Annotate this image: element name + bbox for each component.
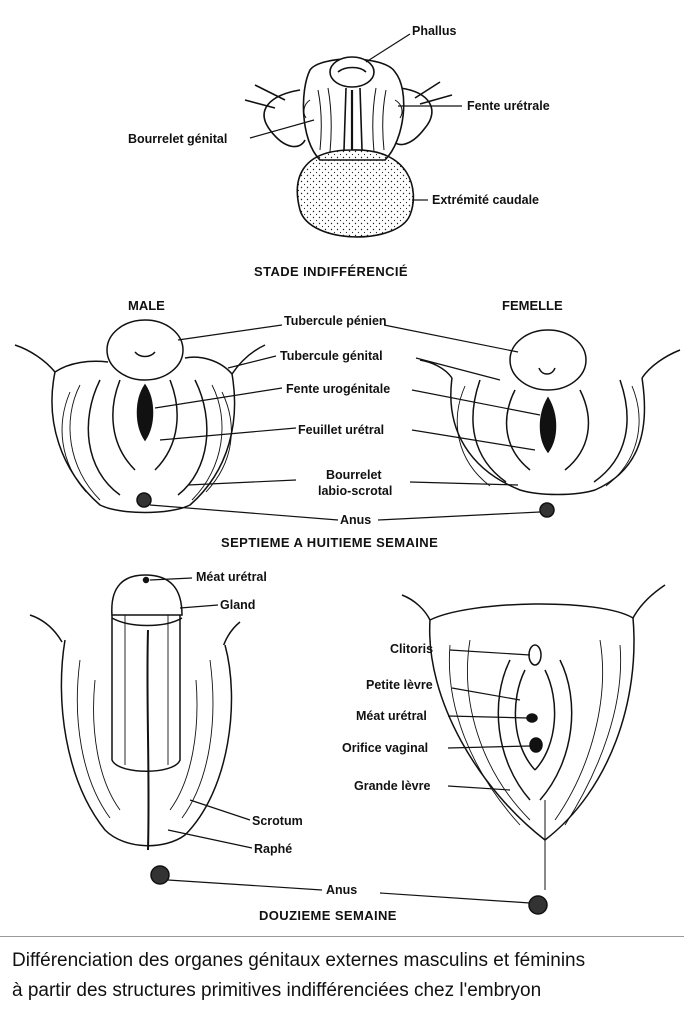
label-anus-week7: Anus [340, 513, 372, 527]
stage-title-week7-8: SEPTIEME A HUITIEME SEMAINE [221, 535, 439, 550]
label-clitoris: Clitoris [390, 642, 434, 656]
stage-title-week12: DOUZIEME SEMAINE [259, 908, 397, 923]
label-labium-majus: Grande lèvre [354, 779, 431, 793]
label-genital-tubercle: Tubercule génital [280, 349, 383, 363]
label-urogenital-cleft: Fente urogénitale [286, 382, 391, 396]
week7-leaders [149, 324, 541, 521]
label-phallus: Phallus [412, 24, 457, 38]
week12-leaders [149, 577, 531, 904]
label-urethral-meatus-female: Méat urétral [356, 709, 427, 723]
caption-divider [0, 936, 684, 937]
caption-line-2: à partir des structures primitives indif… [12, 980, 542, 1001]
label-vaginal-orifice: Orifice vaginal [342, 741, 429, 755]
male-week7-drawing [14, 319, 266, 514]
label-anus-week12: Anus [326, 883, 358, 897]
label-caudal-end: Extrémité caudale [432, 193, 539, 207]
figure-caption: Différenciation des organes génitaux ext… [12, 946, 678, 1006]
stage-title-indifferent: STADE INDIFFÉRENCIÉ [254, 264, 408, 279]
label-urethral-leaflet: Feuillet urétral [298, 423, 385, 437]
label-urethral-cleft: Fente urétrale [467, 99, 550, 113]
label-glans: Gland [220, 598, 256, 612]
indifferent-leaders [249, 33, 462, 201]
label-labioscrotal-line1: Bourrelet [326, 468, 382, 482]
sex-label-female: FEMELLE [502, 298, 563, 313]
male-week12-drawing [29, 574, 241, 885]
caption-line-1: Différenciation des organes génitaux ext… [12, 950, 586, 971]
sex-label-male: MALE [128, 298, 165, 313]
female-week7-drawing [419, 329, 681, 518]
label-raphe: Raphé [254, 842, 293, 856]
label-genital-fold: Bourrelet génital [128, 132, 228, 146]
label-labium-minus: Petite lèvre [366, 678, 433, 692]
label-scrotum: Scrotum [252, 814, 303, 828]
female-week12-drawing [401, 584, 666, 915]
label-urethral-meatus-male: Méat urétral [196, 570, 267, 584]
embryology-illustration [14, 33, 681, 915]
label-penile-tubercle: Tubercule pénien [284, 314, 387, 328]
label-labioscrotal-line2: labio-scrotal [318, 484, 393, 498]
indifferent-stage-drawing [244, 56, 453, 238]
